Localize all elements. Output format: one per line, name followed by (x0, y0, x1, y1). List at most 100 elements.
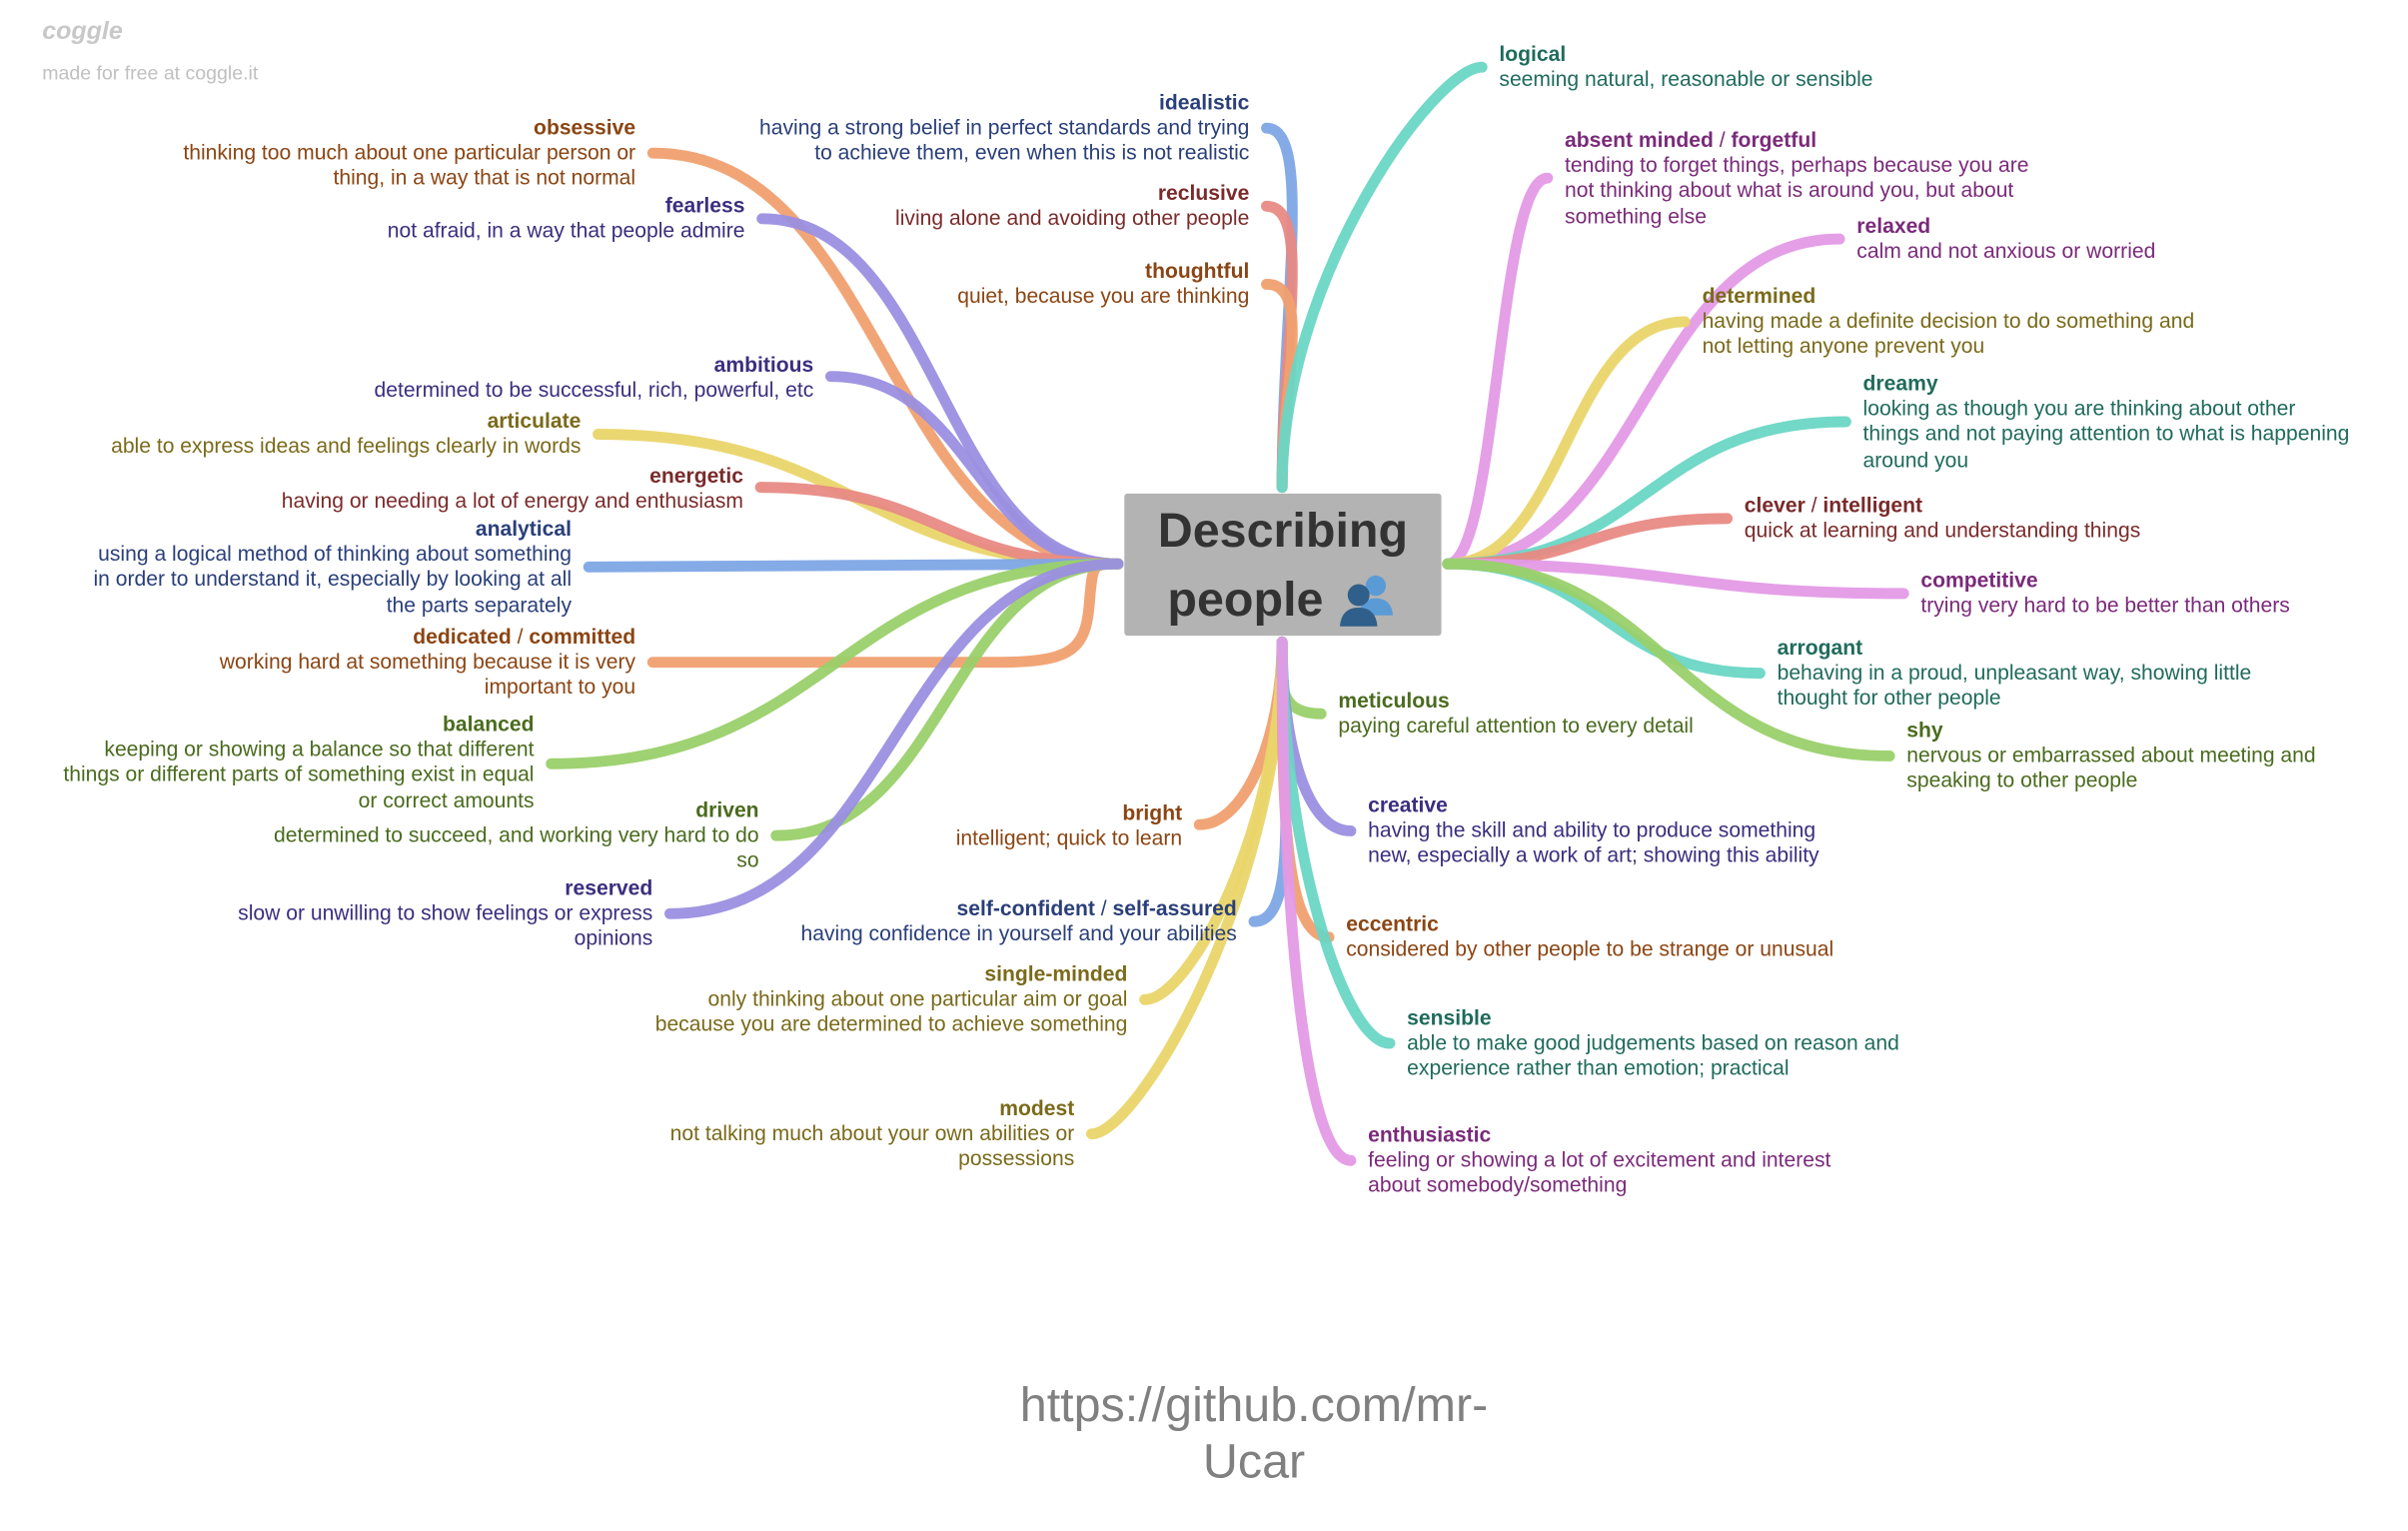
topic-title: articulate (487, 409, 582, 433)
branch-shy[interactable] (1442, 558, 1895, 762)
footer-url: https://github.com/mr- Ucar (1019, 1377, 1489, 1489)
topic-description: feeling or showing a lot of excitement a… (1368, 1148, 1831, 1172)
topic-description: nervous or embarrassed about meeting and (1906, 744, 2316, 767)
branch-ambitious[interactable] (824, 371, 1124, 570)
topic-description: only thinking about one particular aim o… (707, 987, 1128, 1011)
topic-description: experience rather than emotion; practica… (1407, 1056, 1790, 1080)
topic-description: living alone and avoiding other people (895, 206, 1250, 231)
branch-logical[interactable] (1276, 61, 1488, 494)
branch-absentminded[interactable] (1442, 172, 1554, 570)
topic-title: analytical (475, 517, 573, 541)
topic-description: thought for other people (1777, 686, 2001, 711)
topic-description: intelligent; quick to learn (955, 826, 1183, 850)
topic-description: trying very hard to be better than other… (1920, 594, 2290, 618)
topic-title: energetic (649, 464, 743, 488)
coggle-logo[interactable]: coggle (42, 18, 123, 46)
topic-description: not letting anyone prevent you (1702, 335, 1985, 359)
topic-description: something else (1565, 204, 1707, 228)
topic-description: not thinking about what is around you, b… (1565, 178, 2014, 203)
branch-competitive[interactable] (1442, 558, 1909, 600)
topic-title: modest (999, 1096, 1075, 1120)
topic-description: having the skill and ability to produce … (1368, 818, 1816, 842)
topic-description: working hard at something because it is … (219, 650, 636, 674)
central-topic[interactable]: Describing people (1124, 493, 1442, 637)
branch-balanced[interactable] (546, 558, 1124, 769)
topic-description: to achieve them, even when this is not r… (814, 141, 1250, 165)
topic-description: about somebody/something (1368, 1173, 1628, 1197)
branch-dedicated[interactable] (646, 558, 1124, 669)
topic-description: or correct amounts (358, 787, 535, 812)
branch-driven[interactable] (770, 558, 1124, 841)
topic-title: sensible (1407, 1005, 1492, 1029)
topic-title: determined (1702, 284, 1816, 308)
topic-description: thinking too much about one particular p… (183, 140, 636, 165)
branch-analytical[interactable] (583, 558, 1124, 573)
topic-title: relaxed (1856, 214, 1931, 238)
topic-description: having a strong belief in perfect standa… (759, 115, 1250, 140)
topic-title: creative (1368, 792, 1448, 817)
topic-description: determined to succeed, and working very … (273, 822, 759, 847)
topic-title: clever / intelligent (1744, 493, 1923, 518)
topic-title: self-confident / self-assured (956, 896, 1237, 920)
topic-description: having or needing a lot of energy and en… (281, 489, 743, 513)
topic-description: quiet, because you are thinking (957, 284, 1250, 309)
branch-determined[interactable] (1442, 316, 1691, 570)
topic-title: dedicated / committed (413, 625, 636, 649)
topic-description: having made a definite decision to do so… (1702, 309, 2195, 334)
topic-description: able to express ideas and feelings clear… (111, 434, 582, 459)
branch-enthusiastic[interactable] (1276, 636, 1357, 1166)
topic-title: reserved (565, 875, 653, 900)
topic-description: tending to forget things, perhaps becaus… (1565, 153, 2029, 177)
topic-description: behaving in a proud, unpleasant way, sho… (1777, 661, 2252, 685)
branch-obsessive[interactable] (646, 147, 1124, 570)
topic-description: determined to be successful, rich, power… (374, 378, 814, 402)
branch-modest[interactable] (1086, 636, 1288, 1140)
topic-description: having confidence in yourself and your a… (800, 921, 1237, 945)
topic-title: dreamy (1862, 371, 1938, 396)
topic-title: thoughtful (1145, 259, 1250, 283)
topic-description: not afraid, in a way that people admire (387, 219, 745, 243)
central-topic-line2: people (1167, 571, 1324, 626)
branch-reserved[interactable] (664, 558, 1124, 919)
topic-title: enthusiastic (1368, 1122, 1492, 1147)
coggle-tagline[interactable]: made for free at coggle.it (42, 62, 259, 85)
topic-title: competitive (1920, 568, 2038, 593)
topic-description: important to you (484, 675, 636, 700)
topic-description: keeping or showing a balance so that dif… (104, 738, 535, 762)
topic-title: shy (1906, 718, 1943, 743)
branch-relaxed[interactable] (1442, 233, 1845, 570)
topic-title: reclusive (1157, 181, 1250, 205)
